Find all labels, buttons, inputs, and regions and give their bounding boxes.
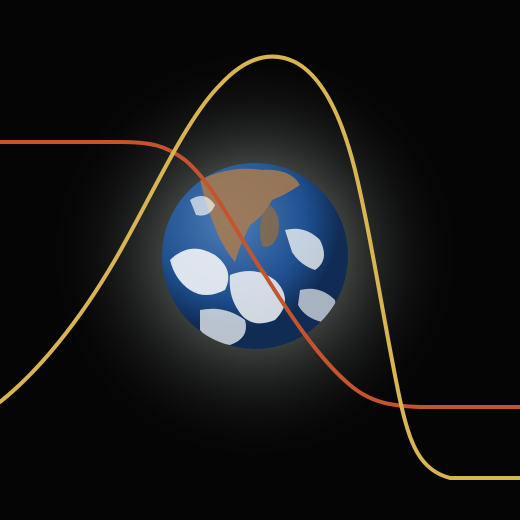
yellow-curve bbox=[0, 54, 520, 480]
earth-land bbox=[260, 205, 279, 247]
earth-globe bbox=[162, 163, 348, 349]
earth-land bbox=[200, 168, 300, 262]
earth-clouds bbox=[200, 308, 246, 345]
earth-clouds bbox=[190, 196, 215, 216]
earth-clouds bbox=[298, 288, 336, 322]
earth-clouds bbox=[285, 228, 324, 270]
earth-clouds bbox=[170, 248, 229, 295]
orange-curve bbox=[0, 140, 520, 409]
